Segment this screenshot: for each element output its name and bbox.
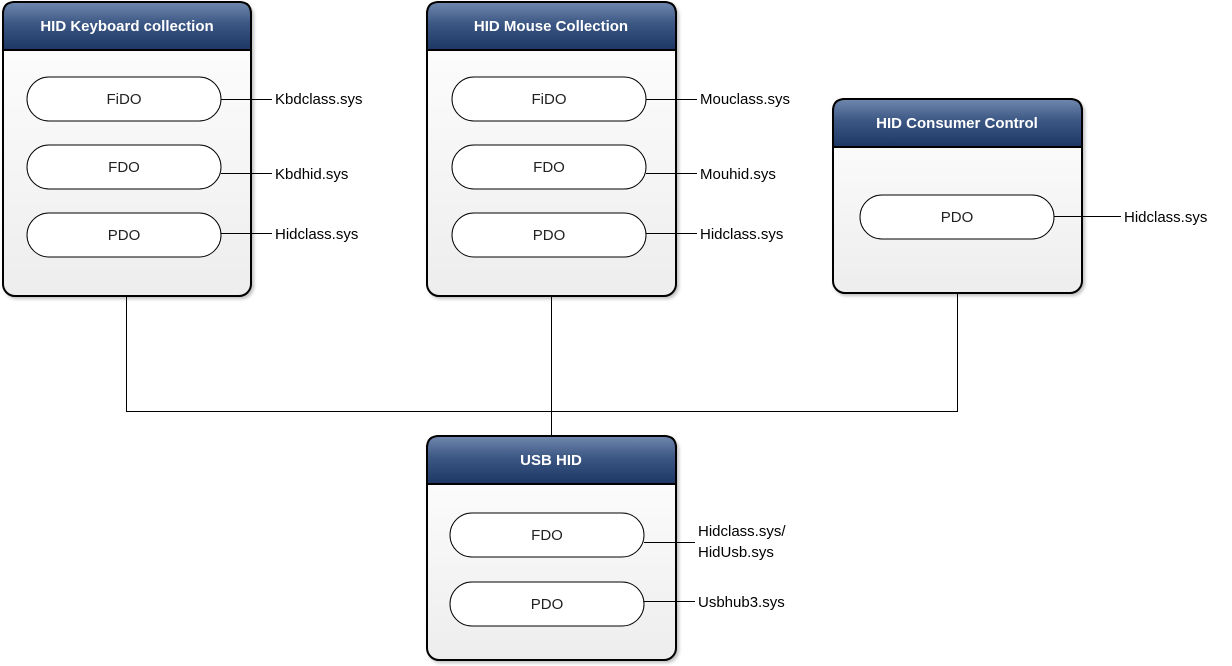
container-usb-header [426, 435, 677, 485]
consumer-pdo-driver: Hidclass.sys [1124, 209, 1207, 226]
keyboard-fdo-driver: Kbdhid.sys [275, 166, 348, 183]
keyboard-item-fdo[interactable]: FDO [26, 144, 222, 190]
connectors [126, 294, 958, 436]
mouse-fdo-label: FDO [533, 159, 565, 176]
container-keyboard-title: HID Keyboard collection [40, 18, 213, 35]
container-consumer-title: HID Consumer Control [876, 115, 1038, 132]
mouse-fido-driver: Mouclass.sys [700, 91, 790, 108]
mouse-pdo-label: PDO [533, 227, 566, 244]
keyboard-fdo-label: FDO [108, 159, 140, 176]
usb-pdo-driver: Usbhub3.sys [698, 594, 785, 611]
mouse-fdo-driver: Mouhid.sys [700, 166, 776, 183]
keyboard-pdo-pill[interactable] [26, 212, 222, 258]
usb-item-fdo[interactable]: FDO [449, 512, 645, 558]
connector-keyboard-to-usb [126, 297, 552, 412]
container-mouse: HID Mouse Collection FiDO Mouclass.sys F… [426, 1, 790, 297]
container-usb: USB HID FDO Hidclass.sys/ HidUsb.sys PDO… [426, 435, 786, 661]
keyboard-item-fido[interactable]: FiDO [26, 76, 222, 122]
container-usb-title: USB HID [520, 452, 582, 469]
usb-item-pdo[interactable]: PDO [449, 581, 645, 627]
mouse-item-pdo[interactable]: PDO [451, 212, 647, 258]
keyboard-pdo-label: PDO [108, 227, 141, 244]
mouse-item-fido[interactable]: FiDO [451, 76, 647, 122]
keyboard-pdo-driver: Hidclass.sys [275, 226, 358, 243]
usb-fdo-label: FDO [531, 527, 563, 544]
keyboard-fdo-pill[interactable] [26, 144, 222, 190]
usb-fdo-driver-line1: Hidclass.sys/ [698, 523, 786, 540]
container-mouse-title: HID Mouse Collection [474, 18, 628, 35]
usb-fdo-pill[interactable] [449, 512, 645, 558]
container-mouse-header [426, 1, 677, 51]
container-keyboard-header [2, 1, 252, 51]
mouse-item-fdo[interactable]: FDO [451, 144, 647, 190]
usb-pdo-label: PDO [531, 596, 564, 613]
mouse-pdo-driver: Hidclass.sys [700, 226, 783, 243]
keyboard-fido-driver: Kbdclass.sys [275, 91, 363, 108]
connector-consumer-to-usb [551, 294, 958, 412]
keyboard-fido-label: FiDO [107, 91, 142, 108]
usb-pdo-pill[interactable] [449, 581, 645, 627]
usb-fdo-driver-line2: HidUsb.sys [698, 544, 774, 561]
mouse-pdo-pill[interactable] [451, 212, 647, 258]
mouse-fdo-pill[interactable] [451, 144, 647, 190]
container-consumer-header [832, 98, 1083, 148]
container-keyboard: HID Keyboard collection FiDO Kbdclass.sy… [2, 1, 363, 297]
mouse-fido-label: FiDO [532, 91, 567, 108]
consumer-pdo-label: PDO [941, 209, 974, 226]
container-consumer: HID Consumer Control PDO Hidclass.sys [832, 98, 1207, 294]
keyboard-item-pdo[interactable]: PDO [26, 212, 222, 258]
consumer-item-pdo[interactable]: PDO [859, 194, 1055, 240]
